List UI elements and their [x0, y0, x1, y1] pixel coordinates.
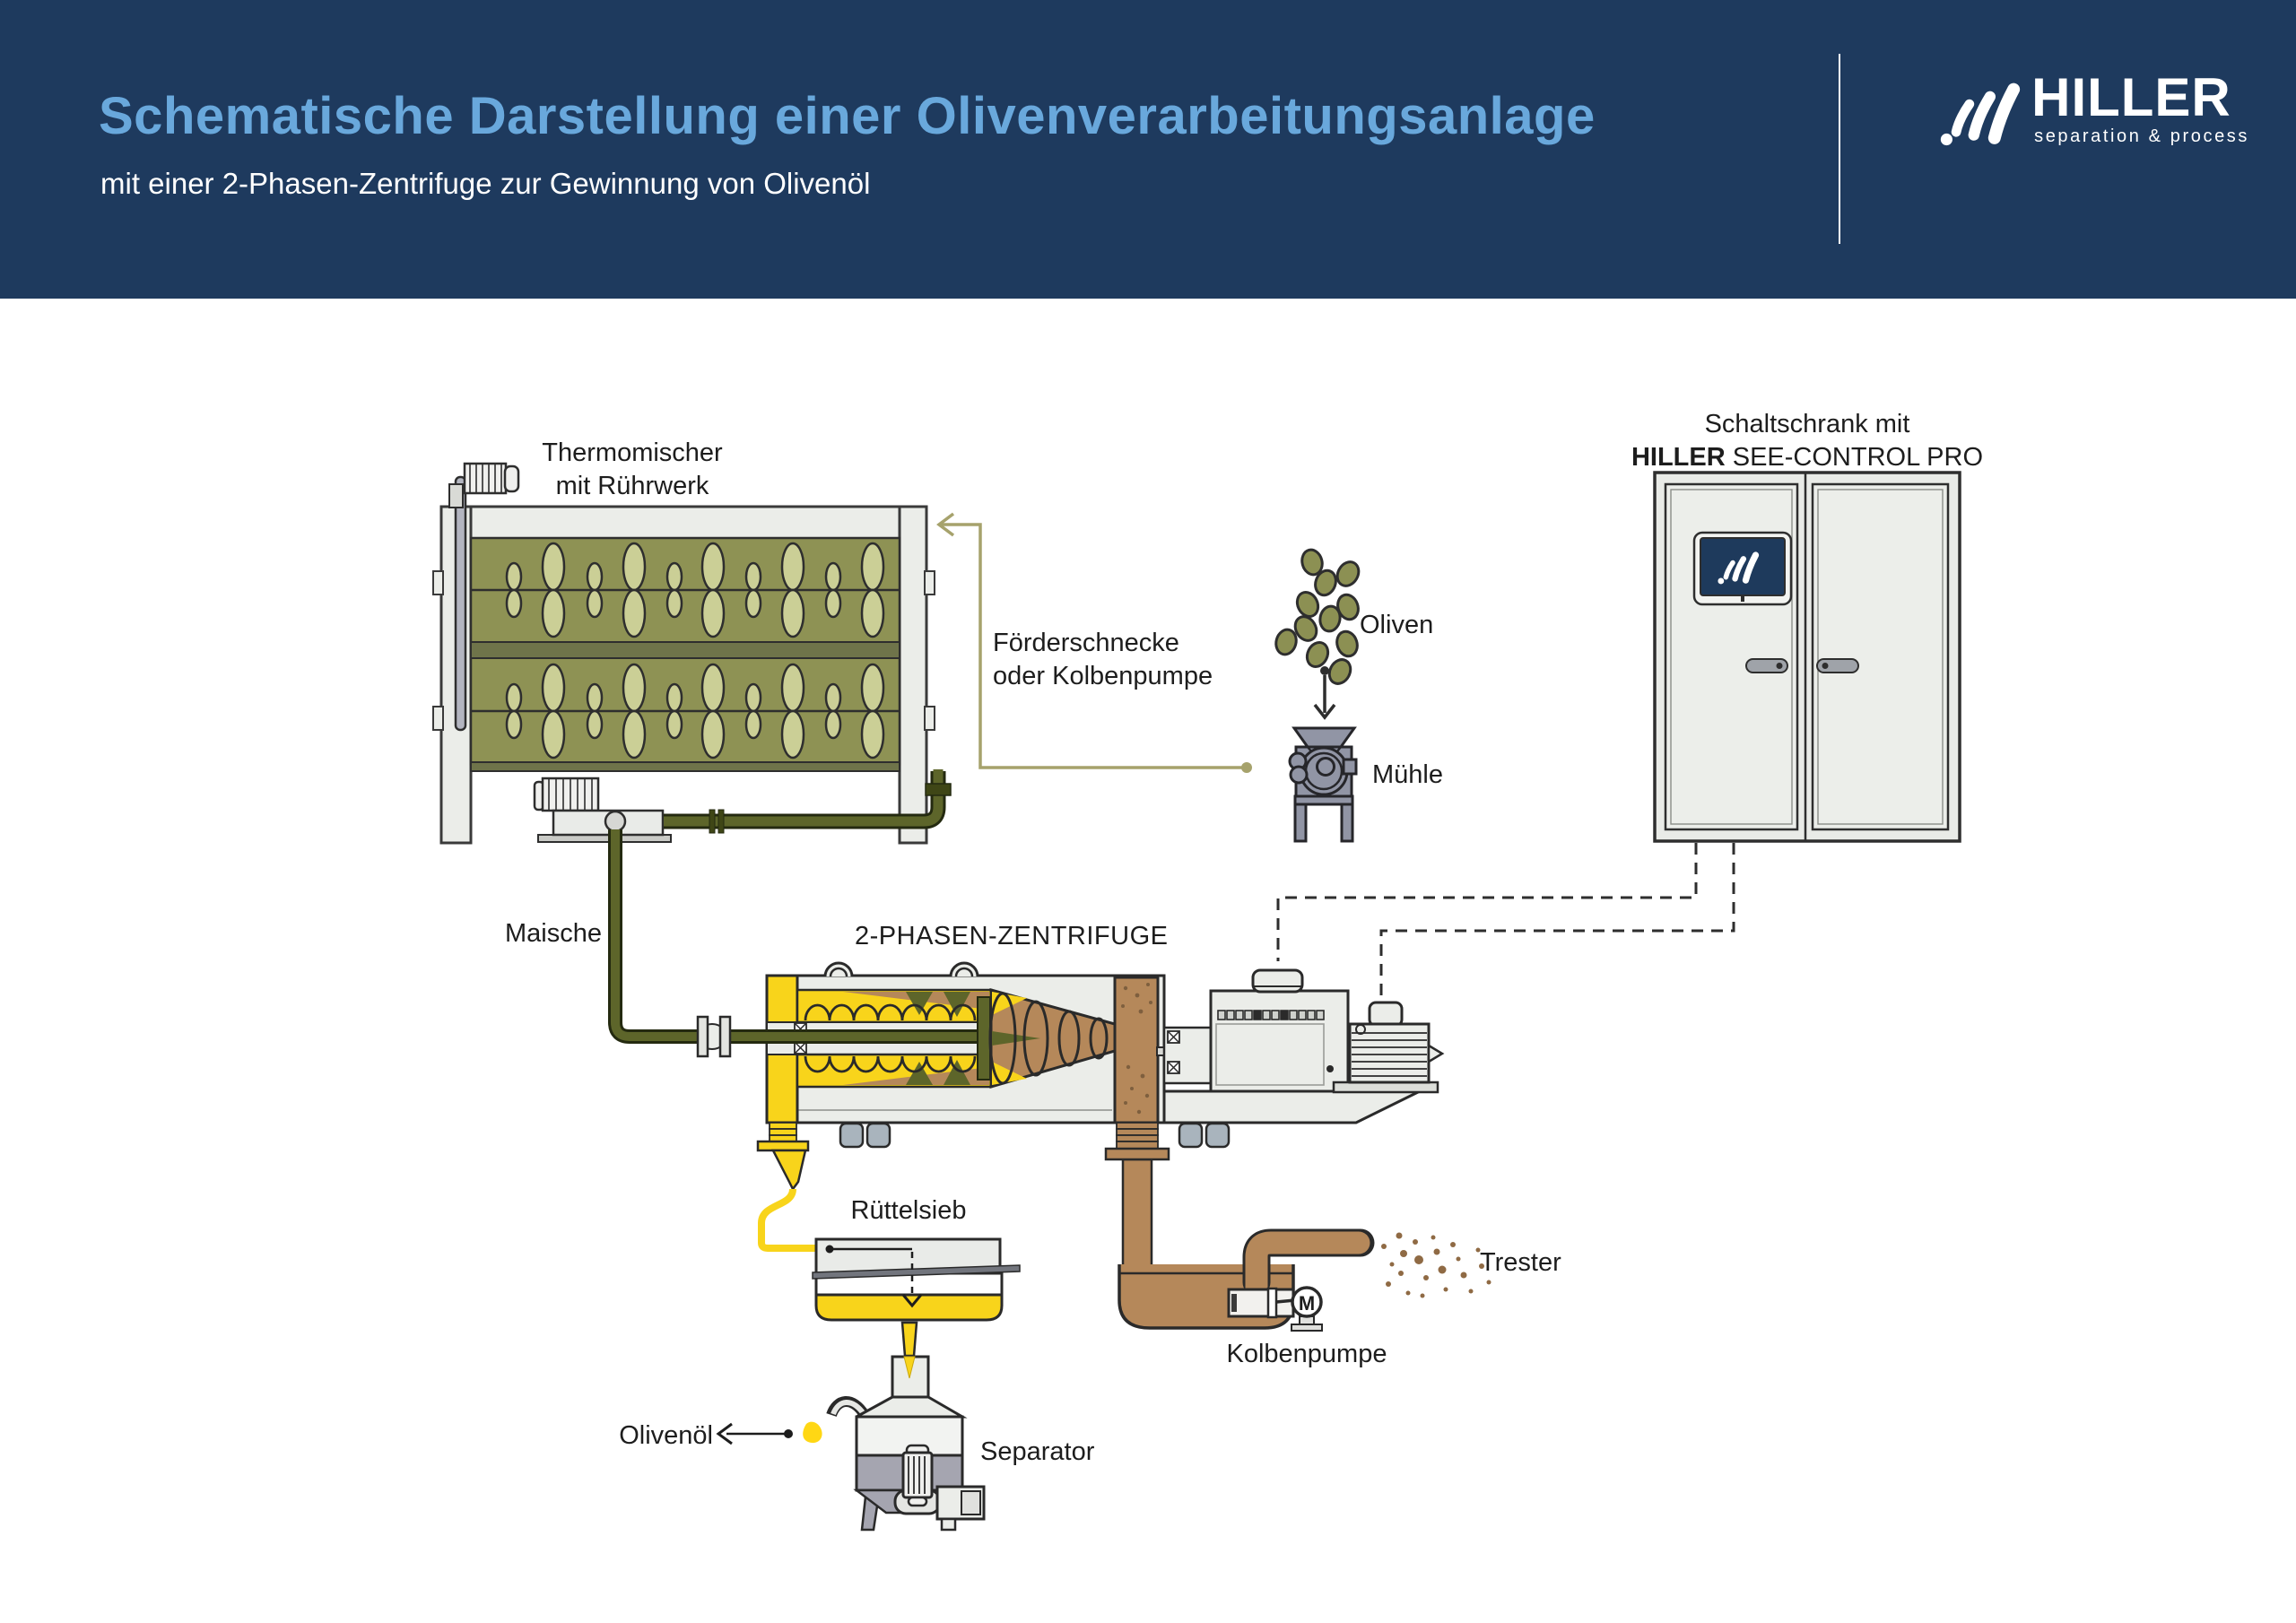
gearbox-cap [1251, 968, 1304, 994]
logo-tagline: separation & process [2034, 126, 2249, 146]
pump-motor: M [1291, 1286, 1323, 1332]
bowl-lower [796, 1053, 993, 1089]
page-subtitle: mit einer 2-Phasen-Zentrifuge zur Gewinn… [100, 167, 871, 200]
feed-flange [696, 1015, 732, 1058]
mash-pipe [608, 829, 984, 1044]
oil-discharge [756, 1122, 818, 1252]
sieve-deck [812, 1264, 1021, 1280]
pomace-spray [1381, 1232, 1492, 1298]
label-separator: Separator [980, 1437, 1095, 1466]
hiller-swoosh-icon [1940, 70, 2022, 147]
cabinet-door-right[interactable] [1811, 482, 1950, 831]
bowl-upper [796, 988, 993, 1024]
mash-pump [533, 777, 672, 843]
process-diagram: M [432, 462, 1961, 1532]
bowl-cone [988, 988, 1117, 1089]
gearbox [1209, 968, 1350, 1093]
label-mill: Mühle [1372, 760, 1443, 789]
header-bar: Schematische Darstellung einer Olivenver… [0, 0, 2296, 299]
see-control-screen[interactable] [1692, 531, 1793, 606]
separator [803, 1355, 986, 1532]
hiller-logo: HILLER separation & process [1940, 70, 2249, 147]
logo-wordmark: HILLER [2031, 66, 2231, 127]
label-mash: Maische [505, 919, 602, 948]
separator-motor [901, 1444, 934, 1507]
agitator-shaft [454, 475, 467, 732]
label-piston-pump: Kolbenpumpe [1226, 1340, 1387, 1368]
control-cabinet [1653, 471, 1961, 843]
piston-pump [1227, 1287, 1296, 1319]
cabinet-handle-left[interactable] [1745, 658, 1788, 673]
label-olives: Oliven [1360, 611, 1434, 639]
centrifuge-motor [1332, 1001, 1445, 1094]
olives-arrow [1313, 666, 1336, 720]
page-title: Schematische Darstellung einer Olivenver… [99, 87, 1596, 145]
oil-droplet [803, 1421, 822, 1444]
solids-chute [1113, 976, 1160, 1124]
vibrating-sieve [812, 1237, 1021, 1358]
control-signal-lines [1276, 843, 1735, 997]
centrifuge [696, 961, 1445, 1282]
tank-outlet-pipe [664, 769, 952, 834]
label-sieve: Rüttelsieb [850, 1196, 967, 1225]
olives [1274, 548, 1361, 685]
solids-discharge [1104, 1122, 1170, 1282]
label-feed-line: Förderschnecke oder Kolbenpumpe [993, 629, 1213, 690]
pomace-system: M [1118, 1228, 1492, 1332]
mill [1288, 726, 1358, 843]
pump-motor-letter: M [1299, 1292, 1315, 1315]
header-divider [1839, 54, 1840, 244]
label-pomace: Trester [1480, 1248, 1561, 1277]
label-thermomixer: Thermomischer mit Rührwerk [542, 438, 723, 500]
thermomixer [432, 462, 952, 845]
feed-line-connector [936, 512, 1252, 773]
label-centrifuge: 2-PHASEN-ZENTRIFUGE [855, 922, 1169, 950]
olive-oil-arrow [716, 1422, 793, 1445]
label-olive-oil: Olivenöl [619, 1421, 713, 1450]
agitator-motor [463, 462, 520, 495]
cabinet-handle-right[interactable] [1816, 658, 1859, 673]
